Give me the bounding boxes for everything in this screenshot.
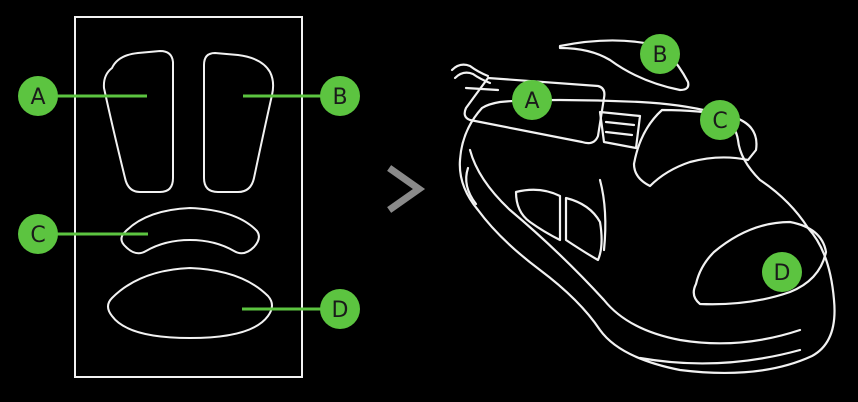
mouse-body-outline	[458, 98, 836, 374]
grip-tape-sheet: A B C D	[18, 16, 360, 378]
callout-badge-left-d: D	[320, 289, 360, 329]
callout-badge-right-a: A	[512, 80, 552, 120]
callout-label: A	[524, 89, 539, 114]
scroll-wheel	[598, 110, 642, 150]
callout-label: C	[712, 109, 727, 134]
mouse-illustration	[450, 39, 836, 374]
callout-label: A	[30, 85, 45, 110]
tape-piece-c	[120, 206, 260, 255]
mouse-tape-d	[692, 220, 828, 306]
mouse-tape-a	[463, 76, 606, 145]
chevron-right-icon	[387, 165, 426, 213]
callout-label: D	[774, 261, 791, 286]
side-button-back	[564, 196, 603, 262]
tape-piece-a	[102, 49, 174, 193]
mouse-cable	[450, 63, 490, 78]
mouse-tape-b	[558, 39, 690, 92]
callout-label: D	[332, 298, 349, 323]
callout-badge-right-b: B	[640, 34, 680, 74]
callout-badge-left-c: C	[18, 214, 58, 254]
callout-badge-right-d: D	[762, 252, 802, 292]
callout-label: B	[332, 85, 347, 110]
callout-badge-right-c: C	[700, 100, 740, 140]
callout-label: B	[652, 43, 667, 68]
side-button-front	[514, 188, 562, 242]
tape-piece-b	[203, 51, 275, 193]
callout-badge-left-b: B	[320, 76, 360, 116]
callout-badge-left-a: A	[18, 76, 58, 116]
sheet-border	[74, 16, 303, 378]
callout-label: C	[30, 223, 45, 248]
tape-piece-d	[107, 266, 273, 340]
